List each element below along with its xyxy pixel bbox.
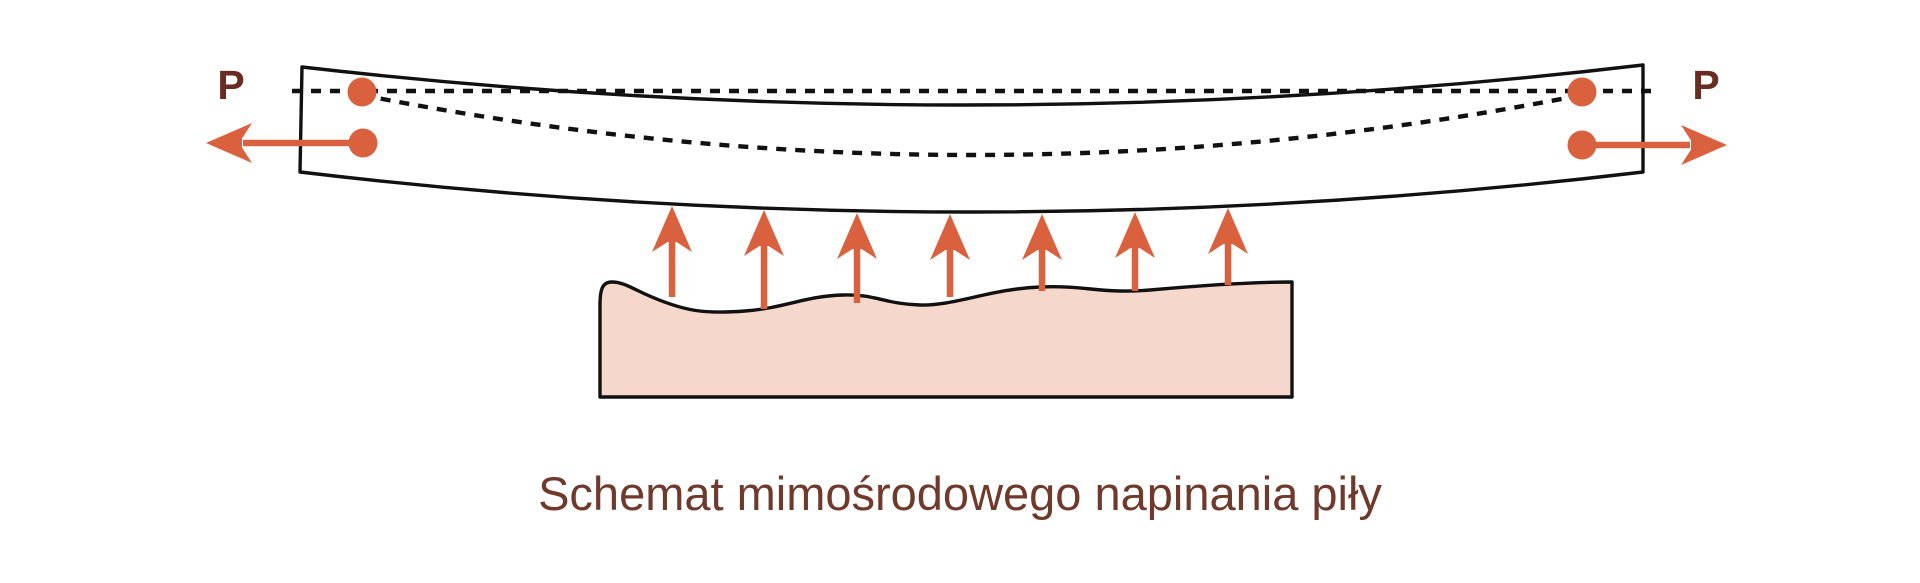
up-arrowhead-icon xyxy=(1115,212,1155,258)
upward-force-arrows xyxy=(652,206,1248,309)
upward-force-arrow xyxy=(930,214,970,297)
saw-blade-band xyxy=(298,63,1645,214)
upward-force-arrow xyxy=(744,210,784,309)
support-material-block xyxy=(598,280,1294,399)
diagram-caption: Schemat mimośrodowego napinania piły xyxy=(538,467,1382,520)
right-bottom-pivot-dot xyxy=(1567,130,1597,160)
left-top-pivot-dot xyxy=(347,77,377,107)
upward-force-arrow xyxy=(1022,214,1062,291)
right-top-pivot-dot xyxy=(1567,77,1597,107)
up-arrowhead-icon xyxy=(744,210,784,256)
upward-force-arrow xyxy=(1115,212,1155,291)
up-arrowhead-icon xyxy=(1022,214,1062,260)
left-bottom-pivot-dot xyxy=(348,128,378,158)
upward-force-arrow xyxy=(652,206,692,297)
upward-force-arrow xyxy=(1208,208,1248,285)
right-arrowhead-icon xyxy=(1681,125,1727,165)
upward-force-arrow xyxy=(837,213,877,303)
right-force-label: P xyxy=(1692,62,1719,108)
deflected-axis-dashed-line xyxy=(361,92,1583,158)
left-arrowhead-icon xyxy=(206,123,252,163)
up-arrowhead-icon xyxy=(930,214,970,260)
right-force-arrow xyxy=(1582,125,1727,165)
up-arrowhead-icon xyxy=(1208,208,1248,254)
up-arrowhead-icon xyxy=(652,206,692,252)
up-arrowhead-icon xyxy=(837,213,877,259)
left-force-arrow xyxy=(206,123,363,163)
left-force-label: P xyxy=(217,62,244,108)
